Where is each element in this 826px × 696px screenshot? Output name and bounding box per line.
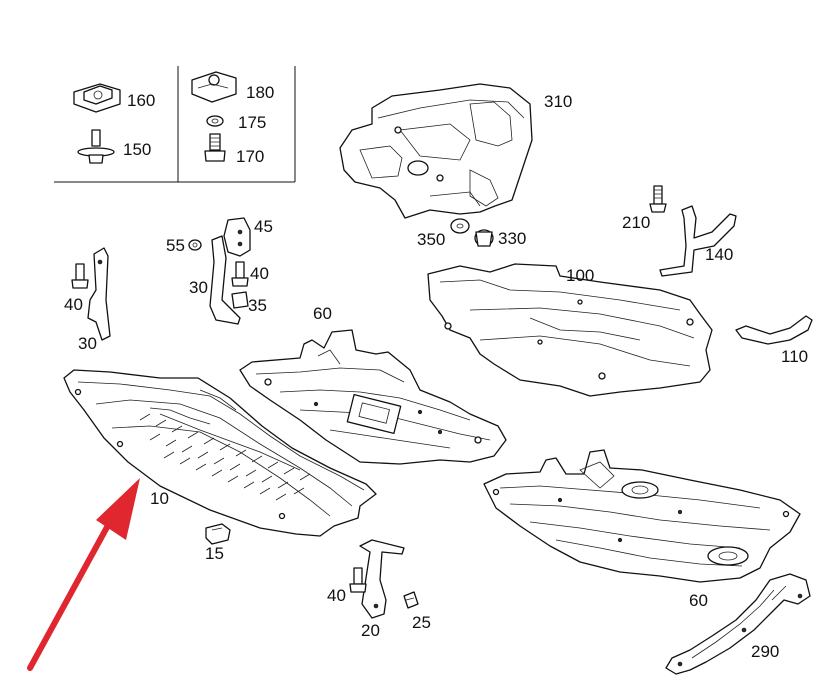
part-210-stud [649, 185, 667, 213]
label-part-40-left: 40 [64, 295, 83, 314]
label-part-55: 55 [166, 236, 185, 255]
label-part-290: 290 [751, 642, 780, 661]
part-40-stud-upper [231, 261, 249, 287]
part-175-washer [206, 115, 224, 127]
part-330-grommet [474, 229, 494, 247]
hardware-legend-box [54, 66, 296, 183]
part-40-stud-left [71, 263, 89, 289]
part-40-stud-lower [349, 567, 367, 593]
part-30-bracket-left [87, 247, 111, 341]
label-part-60-upper: 60 [313, 304, 332, 323]
part-350-washer [450, 218, 470, 234]
part-150-stud [77, 129, 115, 164]
red-arrow-icon [27, 478, 140, 671]
label-part-20: 20 [361, 621, 380, 640]
part-60-subframe-cover-upper [239, 329, 507, 465]
label-part-30-left: 30 [78, 334, 97, 353]
label-part-40-lower: 40 [327, 586, 346, 605]
label-part-15: 15 [205, 544, 224, 563]
part-170-bolt [204, 133, 226, 162]
part-290-seal-strip [665, 573, 811, 675]
label-part-40-upper: 40 [250, 264, 269, 283]
label-part-45: 45 [254, 217, 273, 236]
label-part-310: 310 [544, 92, 573, 111]
part-25-clip [403, 591, 419, 609]
label-part-10: 10 [150, 489, 169, 508]
label-part-350: 350 [417, 230, 446, 249]
part-45-bracket [223, 217, 251, 257]
label-part-330: 330 [498, 229, 527, 248]
part-20-bracket [359, 539, 405, 619]
label-part-210: 210 [622, 213, 651, 232]
label-part-180: 180 [246, 83, 275, 102]
label-part-170: 170 [236, 147, 265, 166]
label-part-110: 110 [781, 347, 809, 366]
part-110-bracket [735, 315, 813, 345]
label-part-175: 175 [238, 113, 267, 132]
label-part-100: 100 [566, 266, 595, 285]
label-part-160: 160 [127, 91, 156, 110]
label-part-150: 150 [123, 140, 152, 159]
part-60-subframe-cover-lower [483, 449, 801, 583]
part-310-engine-cover [339, 83, 533, 219]
part-55-nut [188, 239, 202, 251]
part-100-underbody-panel [427, 263, 713, 397]
part-35-clip [231, 291, 249, 309]
part-140-bracket [659, 205, 737, 277]
part-180-clip-nut [191, 71, 237, 103]
part-160-clip-nut [73, 83, 121, 113]
part-15-clip [205, 523, 231, 545]
label-part-60-lower: 60 [689, 591, 708, 610]
label-part-35: 35 [248, 296, 267, 315]
label-part-140: 140 [705, 245, 734, 264]
part-10-engine-undershield [63, 369, 377, 537]
label-part-30-upper: 30 [189, 278, 208, 297]
part-30-bracket-upper [209, 235, 241, 325]
undershield-cell-grid [139, 407, 311, 501]
label-part-25: 25 [412, 613, 431, 632]
